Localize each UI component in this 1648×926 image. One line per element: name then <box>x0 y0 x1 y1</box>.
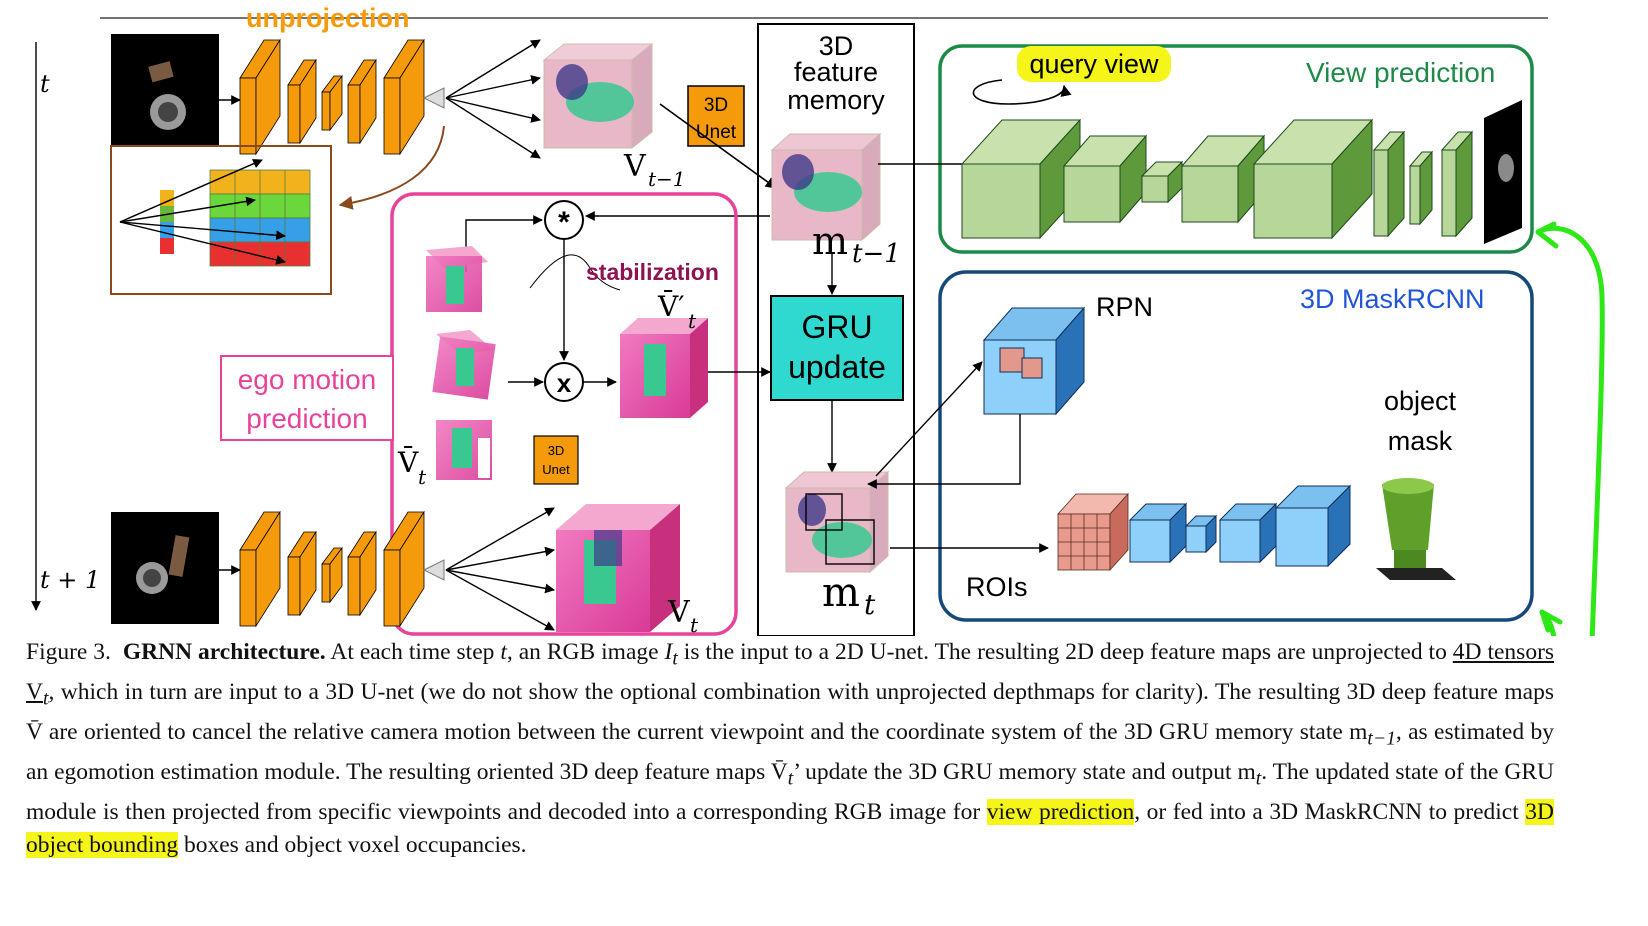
gru-update-box <box>770 295 904 401</box>
input-image-t1 <box>111 512 219 624</box>
architecture-diagram: t t + 1 unprojection <box>31 3 1605 636</box>
svg-text:3D: 3D <box>704 95 728 116</box>
svg-text:Unet: Unet <box>696 122 737 143</box>
green-annotation <box>1535 221 1605 636</box>
v-t-minus-1-sub: t−1 <box>648 167 686 191</box>
cone-t1 <box>422 559 445 581</box>
maskrcnn-title: 3D MaskRCNN <box>1300 284 1485 314</box>
m-t-sub: t <box>864 588 876 621</box>
stabilization-label: stabilization <box>586 259 719 285</box>
feature-cube-v-t <box>556 504 680 632</box>
v-t-minus-1-label: V <box>623 149 647 184</box>
v-t-label: V <box>667 595 691 630</box>
roi-grid-cube <box>1057 492 1129 572</box>
object-mask-voxels <box>1376 478 1456 580</box>
query-view-label: query view <box>1029 49 1159 79</box>
cone-t <box>422 87 445 109</box>
m-t-minus-1-sub: t−1 <box>852 239 901 269</box>
star-op <box>544 200 584 240</box>
vbar-prime-label: V̄′ <box>657 289 685 323</box>
unet-2d-t1 <box>239 510 425 628</box>
times-op <box>544 362 584 402</box>
vbar-t-label: V̄ <box>397 445 419 479</box>
caption-fig-no: Figure 3. <box>26 639 111 665</box>
feature-cube-v-t-minus-1 <box>542 42 654 150</box>
unprojection-inset <box>110 145 332 295</box>
mask-head-cubes <box>1128 484 1352 568</box>
svg-text:x: x <box>557 368 572 398</box>
unet-2d-t <box>239 38 425 156</box>
query-view-highlight <box>1017 46 1171 82</box>
decoder-cubes <box>960 118 1474 240</box>
memory-cube-m-t-minus-1 <box>770 132 882 242</box>
m-t-label: m <box>822 570 860 616</box>
m-t-minus-1-label: m <box>812 219 848 263</box>
rois-label: ROIs <box>966 572 1028 602</box>
rpn-label: RPN <box>1096 292 1153 322</box>
caption-highlight-view-prediction: view prediction <box>986 798 1135 825</box>
view-prediction-box <box>938 44 1534 254</box>
svg-text:3D: 3D <box>548 443 565 458</box>
figure-caption: Figure 3. GRNN architecture. At each tim… <box>26 639 1555 858</box>
view-prediction-title: View prediction <box>1306 57 1495 88</box>
unprojection-label: unprojection <box>246 3 410 33</box>
svg-text:*: * <box>558 206 570 239</box>
input-image-t <box>111 34 219 146</box>
rpn-cube <box>982 306 1086 416</box>
unet-3d-top: 3D Unet <box>687 85 745 147</box>
time-t-label: t <box>40 70 50 98</box>
svg-text:Unet: Unet <box>542 462 570 477</box>
caption-title: GRNN architecture. <box>122 639 326 665</box>
svg-text:t: t <box>688 309 697 333</box>
memory-cube-m-t <box>784 470 890 574</box>
stabilized-cube <box>620 318 708 418</box>
unet-3d-small: 3D Unet <box>533 435 579 485</box>
ego-motion-label-box <box>220 355 394 441</box>
svg-text:t: t <box>690 613 699 636</box>
caption-underlined: 4D tensors Vt <box>26 639 1555 710</box>
maskrcnn-box <box>938 270 1534 622</box>
time-t1-label: t + 1 <box>40 566 100 594</box>
svg-text:t: t <box>418 465 427 489</box>
rotated-cubes <box>426 246 496 480</box>
feature-memory-column <box>757 23 915 636</box>
